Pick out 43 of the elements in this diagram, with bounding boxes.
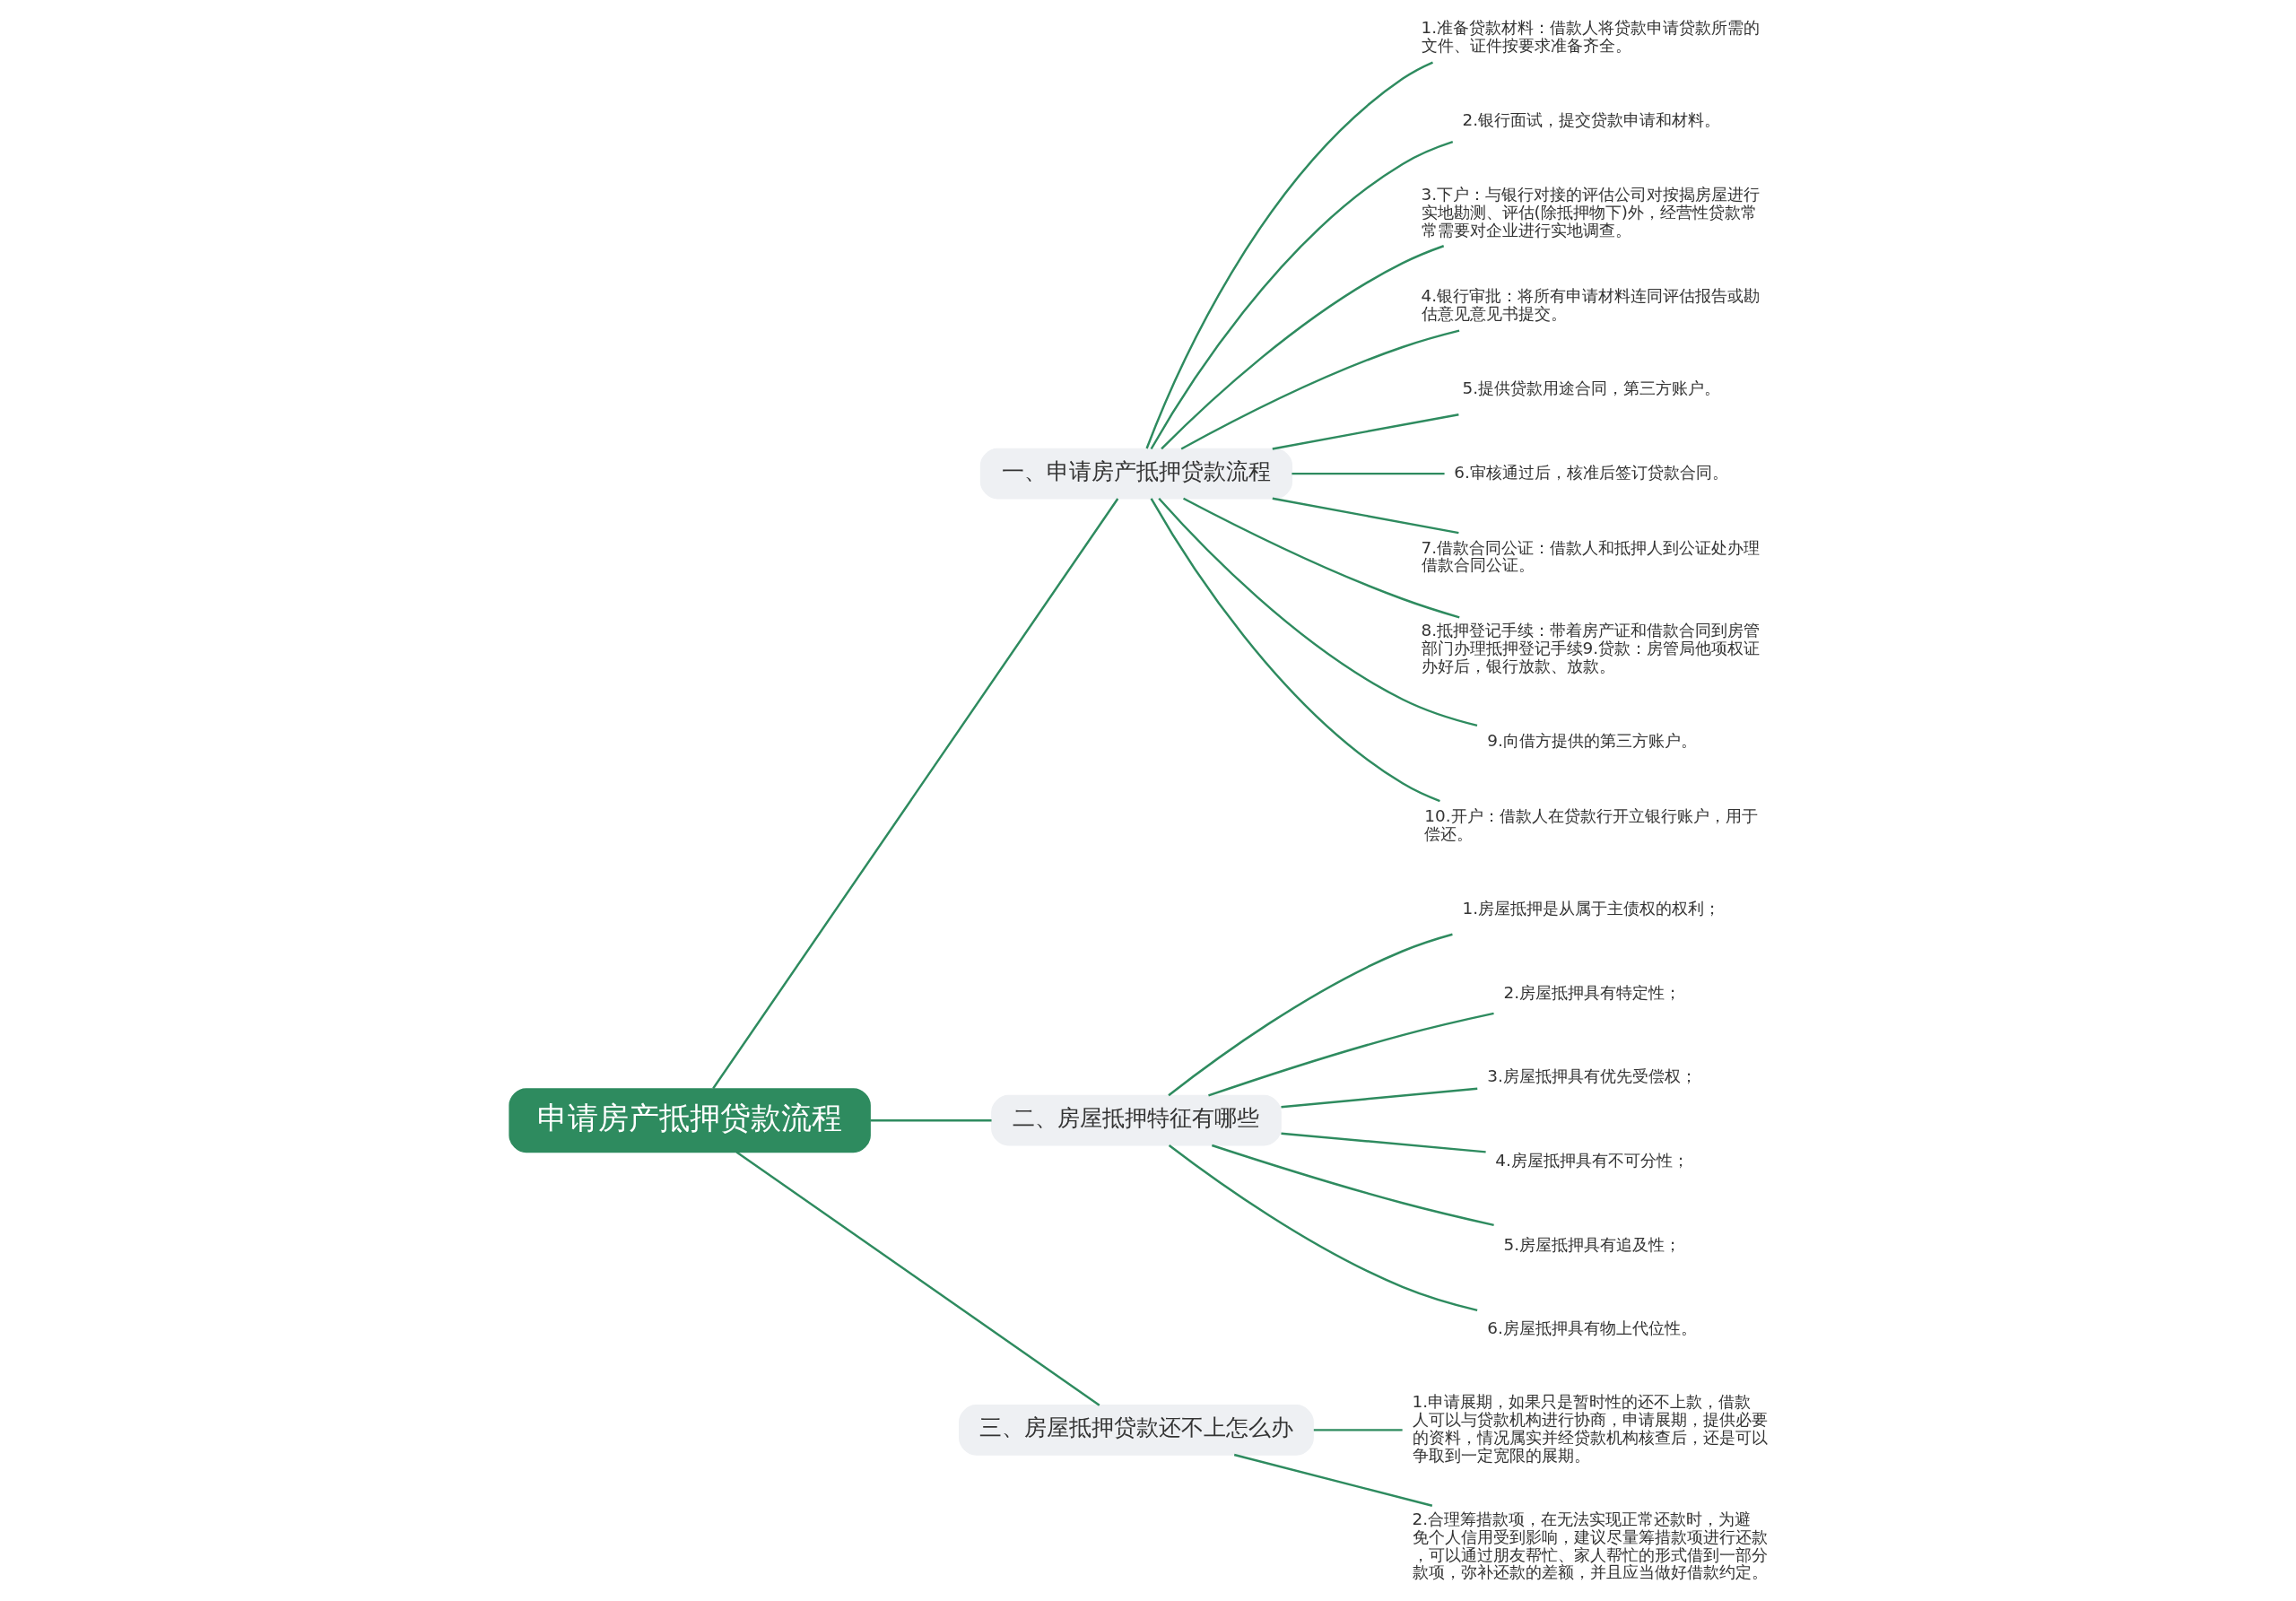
node-text: 10.开户：借款人在贷款行开立银行账户，用于偿还。	[1424, 805, 1758, 843]
node-text: 8.抵押登记手续：带着房产证和借款合同到房管部门办理抵押登记手续9.贷款：房管局他项权证办好后，银行放款、放款。	[1421, 621, 1761, 676]
connector	[1180, 329, 1460, 450]
node-text: 6.房屋抵押具有物上代位性。	[1487, 1318, 1697, 1338]
connector	[1150, 498, 1440, 803]
connector	[1211, 1144, 1494, 1227]
node-text: 7.借款合同公证：借款人和抵押人到公证处办理借款合同公证。	[1421, 537, 1761, 575]
connector	[1168, 933, 1453, 1097]
connector	[712, 498, 1119, 1090]
connector	[1168, 1144, 1478, 1312]
node-text: 5.提供贷款用途合同，第三方账户。	[1462, 378, 1721, 398]
connector	[1272, 497, 1459, 535]
node-text: 1.房屋抵押是从属于主债权的权利；	[1462, 899, 1721, 918]
connector	[1161, 245, 1445, 450]
connector	[1281, 1087, 1478, 1109]
node-text: 1.申请展期，如果只是暂时性的还不上款，借款人可以与贷款机构进行协商，申请展期，提供必要的资料，情况属实并经贷款机构核查后，还是可以争取到一定宽限的展期。	[1412, 1392, 1768, 1466]
node-text: 5.房屋抵押具有追及性；	[1503, 1234, 1682, 1254]
connector	[1272, 413, 1459, 450]
node-text: 1.准备贷款材料：借款人将贷款申请贷款所需的文件、证件按要求准备齐全。	[1421, 17, 1761, 55]
node-box: 一、申请房产抵押贷款流程	[979, 448, 1293, 500]
node-text: 3.房屋抵押具有优先受偿权；	[1487, 1066, 1697, 1086]
connector	[1292, 472, 1445, 475]
connector	[1233, 1453, 1433, 1507]
node-box: 三、房屋抵押贷款还不上怎么办	[959, 1405, 1314, 1456]
node-text: 2.合理筹措款项，在无法实现正常还款时，为避免个人信用受到影响，建议尽量筹措款项进行还款，可以通过朋友帮忙、家人帮忙的形式借到一部分款项，弥补还款的差额，并且应当做好借款约定。	[1412, 1509, 1768, 1582]
node-box: 申请房产抵押贷款流程	[509, 1088, 871, 1153]
node-text: 4.房屋抵押具有不可分性；	[1495, 1150, 1689, 1170]
node-box: 二、房屋抵押特征有哪些	[991, 1094, 1282, 1146]
node-text: 4.银行审批：将所有申请材料连同评估报告或勘估意见意见书提交。	[1421, 285, 1761, 323]
connector	[1313, 1429, 1403, 1431]
node-text: 6.审核通过后，核准后签订贷款合同。	[1454, 462, 1728, 482]
node-text: 2.银行面试，提交贷款申请和材料。	[1462, 110, 1721, 130]
connector	[1281, 1132, 1486, 1153]
node-text: 9.向借方提供的第三方账户。	[1487, 731, 1697, 751]
connector	[1150, 141, 1454, 450]
connector	[1145, 61, 1433, 449]
connector	[870, 1118, 992, 1122]
connector	[1183, 497, 1460, 619]
connector	[1208, 1012, 1494, 1097]
connector	[1158, 497, 1478, 727]
node-text: 3.下户：与银行对接的评估公司对按揭房屋进行实地勘测、评估(除抵押物下)外，经营性贷款常常需要对企业进行实地调查。	[1421, 184, 1761, 239]
connector	[735, 1151, 1100, 1406]
node-text: 2.房屋抵押具有特定性；	[1503, 982, 1682, 1002]
